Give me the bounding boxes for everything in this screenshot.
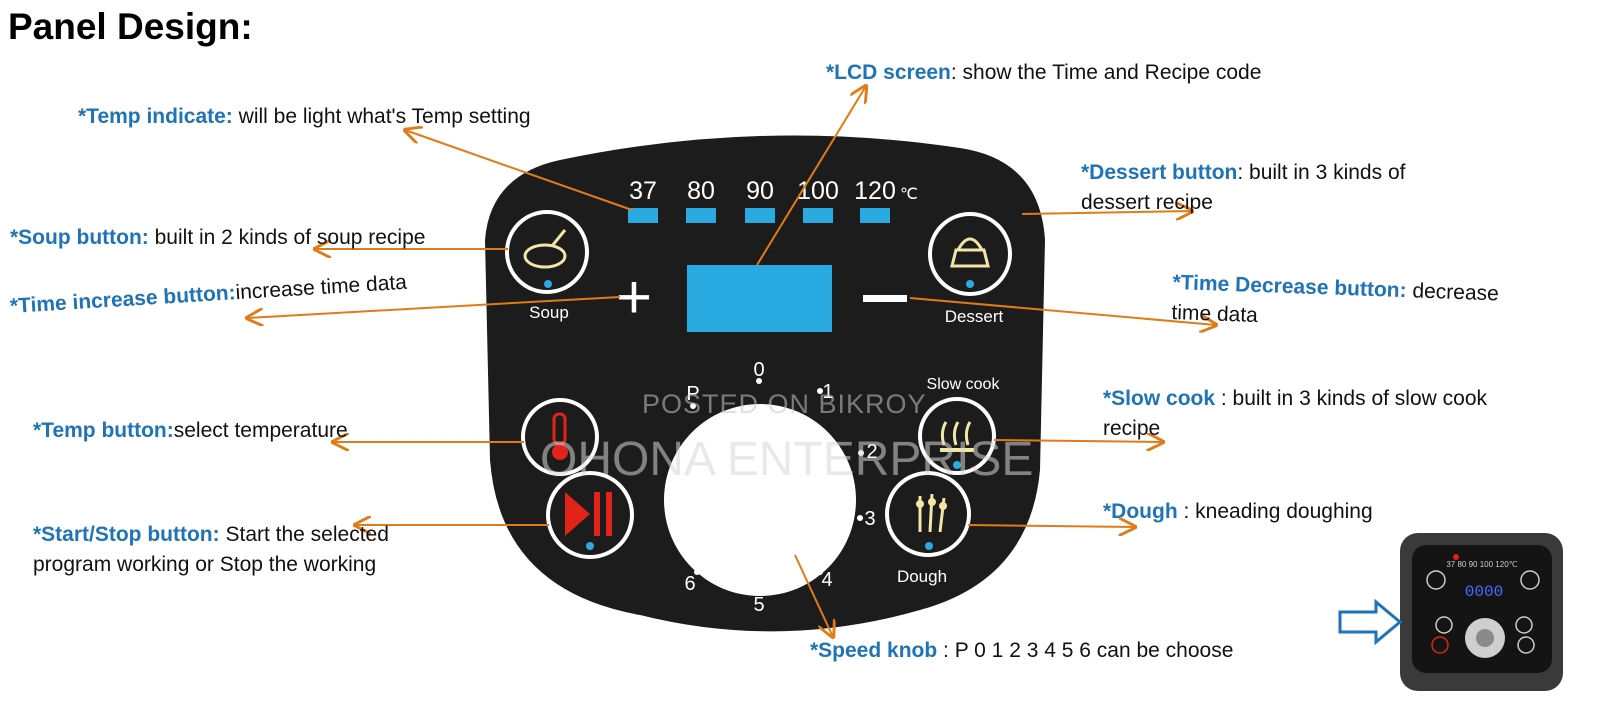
dessert-icon — [950, 237, 990, 268]
arrow-time-dec — [909, 297, 1216, 325]
annotation-key: *Soup button: — [10, 226, 149, 249]
annotation-arrows — [247, 86, 1216, 637]
annotation-key: *Temp button: — [33, 419, 174, 442]
pause-bar-icon — [594, 492, 600, 536]
dessert-button: Dessert — [928, 212, 1012, 326]
annotation-start-stop: *Start/Stop button: Start the selected p… — [33, 520, 389, 580]
appliance-photo-thumbnail: 37 80 90 100 120℃ 0000 — [1400, 533, 1563, 691]
knob-mark-1: 1 — [822, 381, 833, 403]
temp-value: 80 — [687, 177, 715, 205]
knob-mark-6: 6 — [684, 573, 695, 595]
knob-mark-4: 4 — [821, 569, 832, 591]
annotation-time-decrease: *Time Decrease button: decrease time dat… — [1171, 268, 1499, 339]
arrow-lcd — [756, 86, 866, 266]
knob-mark-p: P — [686, 383, 699, 405]
annotation-key: *Time Decrease button: — [1172, 271, 1407, 303]
steam-icon — [940, 421, 972, 446]
annotation-text: decrease — [1406, 279, 1500, 306]
annotation-key: *Speed knob — [810, 639, 938, 662]
annotation-lcd: *LCD screen: show the Time and Recipe co… — [826, 58, 1261, 88]
temp-indicators: 37 80 90 100 120 ℃ — [628, 177, 918, 223]
soup-button: Soup — [505, 210, 589, 322]
slow-cook-button: Slow cook — [918, 376, 1001, 475]
temp-value: 100 — [797, 177, 839, 205]
annotation-soup: *Soup button: built in 2 kinds of soup r… — [10, 223, 425, 253]
annotation-text-line2: program working or Stop the working — [33, 553, 377, 576]
watermark-enterprise: OHONA ENTERPRISE — [540, 433, 1034, 486]
thumbnail-display: 0000 — [1465, 583, 1503, 601]
annotation-key: *Temp indicate: — [78, 105, 233, 128]
annotation-dough: *Dough : kneading doughing — [1103, 497, 1373, 527]
dough-label: Dough — [897, 567, 947, 586]
arrow-temp-indicate — [405, 130, 633, 211]
play-icon — [565, 492, 590, 536]
annotation-speed-knob: *Speed knob : P 0 1 2 3 4 5 6 can be cho… — [810, 636, 1233, 666]
annotation-text: : built in 3 kinds of slow cook — [1215, 387, 1487, 410]
annotation-text: : kneading doughing — [1177, 500, 1373, 523]
speed-knob: P 0 1 2 3 4 5 6 — [664, 359, 878, 616]
temp-light-90 — [745, 208, 775, 223]
start-stop-button — [546, 471, 634, 559]
annotation-key: *Dough — [1103, 500, 1178, 523]
annotation-text-line2: dessert recipe — [1081, 191, 1213, 214]
temp-value: 37 — [629, 177, 657, 205]
annotation-text: increase time data — [234, 270, 408, 305]
annotation-dessert: *Dessert button: built in 3 kinds of des… — [1081, 158, 1405, 218]
temp-value: 90 — [746, 177, 774, 205]
temp-unit: ℃ — [900, 186, 918, 203]
annotation-text: : P 0 1 2 3 4 5 6 can be choose — [937, 639, 1234, 662]
annotation-text: select temperature — [173, 419, 348, 442]
arrow-dessert — [1021, 211, 1192, 214]
annotation-text: Start the selected — [219, 523, 389, 546]
lcd-screen — [687, 265, 832, 332]
soup-label: Soup — [529, 303, 569, 322]
knob-mark-2: 2 — [866, 441, 877, 463]
slow-cook-label: Slow cook — [927, 376, 1001, 393]
minus-button — [863, 295, 907, 302]
watermark-posted: POSTED ON BIKROY — [642, 389, 927, 419]
annotation-key: *Start/Stop button: — [33, 523, 220, 546]
annotation-key: *LCD screen — [826, 61, 951, 84]
knob-mark-3: 3 — [864, 508, 875, 530]
dessert-label: Dessert — [945, 307, 1004, 326]
annotation-temp-indicate: *Temp indicate: will be light what's Tem… — [78, 102, 531, 132]
annotation-key: *Dessert button — [1081, 161, 1238, 184]
temp-button — [521, 398, 599, 476]
knob-mark-5: 5 — [753, 594, 764, 616]
annotation-text: : built in 3 kinds of — [1237, 161, 1406, 184]
page-title: Panel Design: — [8, 6, 253, 47]
pause-bar-icon — [606, 492, 612, 536]
soup-bowl-icon — [523, 243, 567, 269]
temp-light-120 — [860, 208, 890, 223]
annotation-text-line2: recipe — [1103, 417, 1161, 440]
temp-light-100 — [803, 208, 833, 223]
annotation-slow-cook: *Slow cook : built in 3 kinds of slow co… — [1103, 384, 1487, 444]
arrow-speed — [794, 554, 833, 637]
plus-button: + — [616, 263, 652, 332]
temp-value: 120 — [854, 177, 896, 205]
knob-mark-0: 0 — [753, 359, 764, 381]
annotation-text: will be light what's Temp setting — [232, 105, 531, 128]
temp-light-37 — [628, 208, 658, 223]
thumbnail-temps: 37 80 90 100 120℃ — [1446, 560, 1517, 569]
arrow-time-inc — [247, 296, 621, 318]
dough-button: Dough — [885, 471, 971, 586]
thermometer-icon — [552, 412, 567, 446]
annotation-text: : show the Time and Recipe code — [950, 61, 1262, 84]
temp-light-80 — [686, 208, 716, 223]
arrow-slow-cook — [993, 440, 1163, 442]
annotation-text: built in 2 kinds of soup recipe — [148, 226, 426, 249]
annotation-temp-button: *Temp button:select temperature — [33, 416, 348, 446]
pointer-arrow-icon — [1338, 598, 1403, 646]
annotation-key: *Slow cook — [1103, 387, 1216, 410]
arrow-dough — [967, 525, 1135, 527]
